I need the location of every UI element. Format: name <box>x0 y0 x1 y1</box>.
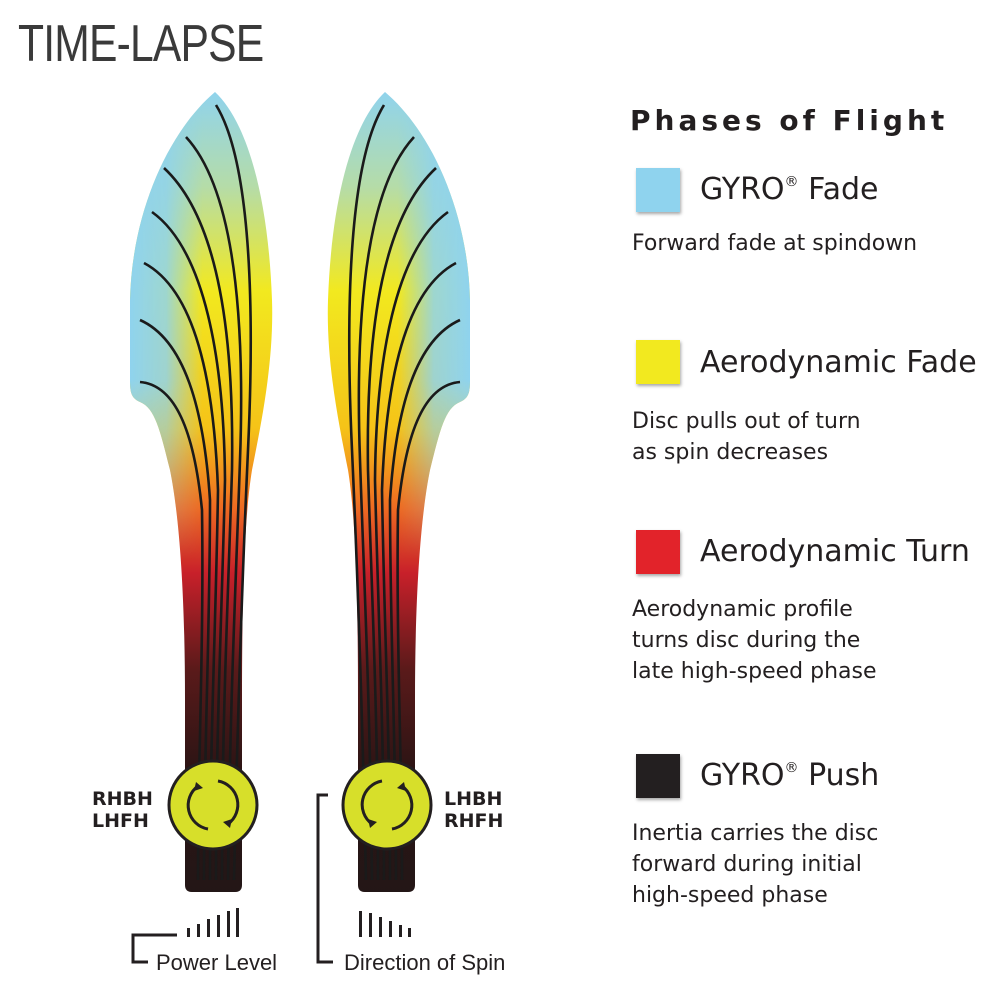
label-text: Fade <box>798 172 879 207</box>
throw-type-label: RHFH <box>444 810 504 832</box>
throw-type-label: RHBH <box>92 788 153 810</box>
power-level-caption: Power Level <box>156 950 278 975</box>
power-level-icon <box>187 908 239 937</box>
legend-title: Phases of Flight <box>630 104 949 137</box>
caption-brackets <box>131 793 333 964</box>
legend-label-aerodynamic-fade: Aerodynamic Fade <box>700 345 977 380</box>
legend-desc-aerodynamic-turn: Aerodynamic profile turns disc during th… <box>632 594 877 687</box>
label-text: Push <box>798 758 880 793</box>
legend-swatch-gyro-fade <box>636 168 680 212</box>
desc-line: Disc pulls out of turn <box>632 409 861 434</box>
legend-desc-gyro-push: Inertia carries the disc forward during … <box>632 818 878 911</box>
legend-swatch-aerodynamic-turn <box>636 530 680 574</box>
throw-type-label: LHBH <box>444 788 503 810</box>
desc-line: Aerodynamic profile <box>632 597 853 622</box>
legend-label-gyro-push: GYRO® Push <box>700 758 879 793</box>
desc-line: turns disc during the <box>632 628 861 653</box>
legend-label-gyro-fade: GYRO® Fade <box>700 172 878 207</box>
registered-mark: ® <box>784 174 799 190</box>
left-disc-throw-types: RHBH LHFH <box>92 788 153 832</box>
direction-of-spin-icon <box>359 911 411 937</box>
right-disc-spin-icon <box>341 759 433 851</box>
desc-line: Forward fade at spindown <box>632 231 918 256</box>
throw-type-label: LHFH <box>92 810 149 832</box>
registered-mark: ® <box>784 760 799 776</box>
desc-line: high-speed phase <box>632 883 828 908</box>
desc-line: Inertia carries the disc <box>632 821 879 846</box>
desc-line: forward during initial <box>632 852 862 877</box>
legend-desc-aerodynamic-fade: Disc pulls out of turn as spin decreases <box>632 406 861 468</box>
legend-label-aerodynamic-turn: Aerodynamic Turn <box>700 534 970 569</box>
direction-of-spin-caption: Direction of Spin <box>344 950 506 975</box>
legend-desc-gyro-fade: Forward fade at spindown <box>632 228 917 259</box>
left-disc-spin-icon <box>167 759 259 851</box>
legend-swatch-aerodynamic-fade <box>636 340 680 384</box>
label-text: GYRO <box>700 758 785 793</box>
desc-line: late high-speed phase <box>632 659 877 684</box>
right-disc-throw-types: LHBH RHFH <box>444 788 503 832</box>
label-text: GYRO <box>700 172 785 207</box>
page-title: TIME-LAPSE <box>18 15 264 73</box>
legend-swatch-gyro-push <box>636 754 680 798</box>
desc-line: as spin decreases <box>632 440 829 465</box>
